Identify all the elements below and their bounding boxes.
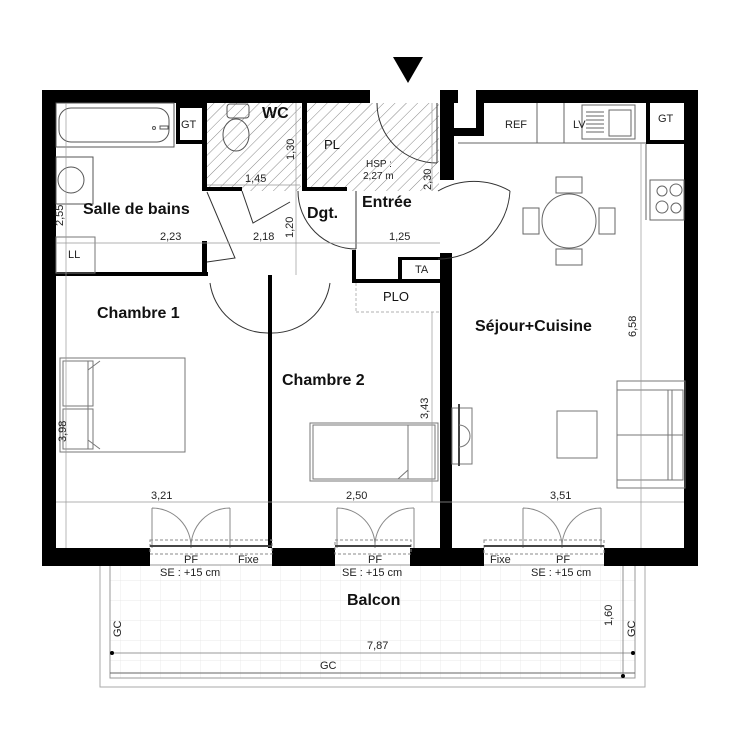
dim-sejour-width: 3,51 <box>550 490 572 502</box>
dim-chambre2-width: 2,50 <box>346 490 368 502</box>
window-ch2-se: SE : +15 cm <box>342 567 403 579</box>
label-hsp: HSP : <box>366 159 392 170</box>
balcony-gc-bottom: GC <box>320 660 337 672</box>
bed-chambre1 <box>59 357 186 453</box>
window-sej-fixe: Fixe <box>490 554 511 566</box>
balcony <box>99 564 646 688</box>
label-gt-bath: GT <box>181 119 197 131</box>
dim-balcon-width: 7,87 <box>367 640 389 652</box>
dining-table <box>522 176 616 266</box>
room-label-balcon: Balcon <box>347 592 401 609</box>
label-hsp-value: 2,27 m <box>363 171 394 182</box>
interior-walls <box>56 103 684 548</box>
label-plo: PLO <box>383 289 410 304</box>
dim-wc-height: 1,30 <box>285 138 297 160</box>
window-sej-pf: PF <box>556 554 571 566</box>
room-label-salle-de-bains: Salle de bains <box>83 201 190 218</box>
dim-entry-width: 1,25 <box>389 231 411 243</box>
bathtub <box>55 102 175 148</box>
doors <box>206 102 511 334</box>
label-lv: LV <box>573 119 586 131</box>
entry-hatch <box>377 103 439 191</box>
balcony-gc-left: GC <box>112 620 124 638</box>
sofa <box>616 380 686 489</box>
exterior-walls <box>42 90 698 566</box>
window-ch2-pf: PF <box>368 554 383 566</box>
window-ch1-se: SE : +15 cm <box>160 567 221 579</box>
label-pl: PL <box>324 137 340 152</box>
dim-entry-height: 2,30 <box>422 168 434 190</box>
windows <box>149 507 605 555</box>
label-ll: LL <box>68 249 81 261</box>
ll-box <box>55 236 96 274</box>
dim-chambre1-height: 3,98 <box>57 420 69 442</box>
window-ch1-pf: PF <box>184 554 199 566</box>
label-ta: TA <box>415 264 429 276</box>
room-label-wc: WC <box>262 105 289 122</box>
label-ref: REF <box>505 119 527 131</box>
wc-hatch <box>207 103 301 191</box>
dim-sejour-height: 6,58 <box>627 315 639 337</box>
dim-bath-width: 2,23 <box>160 231 182 243</box>
dim-balcon-height: 1,60 <box>603 604 615 626</box>
bed-chambre2 <box>309 422 439 482</box>
room-label-entree: Entrée <box>362 194 412 211</box>
window-sej-se: SE : +15 cm <box>531 567 592 579</box>
dimension-lines <box>56 103 684 548</box>
pl-hatch <box>307 103 377 191</box>
label-gt-kitchen: GT <box>658 113 674 125</box>
dim-chambre2-height: 3,43 <box>419 397 431 419</box>
dim-corridor-height: 1,20 <box>284 216 296 238</box>
entry-arrow-icon <box>393 57 423 83</box>
room-label-chambre1: Chambre 1 <box>97 305 180 322</box>
kitchen-counter <box>458 103 685 221</box>
toilet <box>222 103 250 152</box>
dim-bath-height: 2,55 <box>54 204 66 226</box>
room-label-dgt: Dgt. <box>307 205 339 222</box>
room-label-sejour: Séjour+Cuisine <box>475 318 592 335</box>
window-ch1-fixe: Fixe <box>238 554 259 566</box>
dim-wc-width: 1,45 <box>245 173 267 185</box>
balcony-gc-right: GC <box>626 620 638 638</box>
washbasin <box>55 156 94 205</box>
tv-unit <box>451 404 473 466</box>
coffee-table <box>556 410 598 459</box>
dim-chambre1-width: 3,21 <box>151 490 173 502</box>
dim-corridor-width: 2,18 <box>253 231 275 243</box>
room-label-chambre2: Chambre 2 <box>282 372 365 389</box>
